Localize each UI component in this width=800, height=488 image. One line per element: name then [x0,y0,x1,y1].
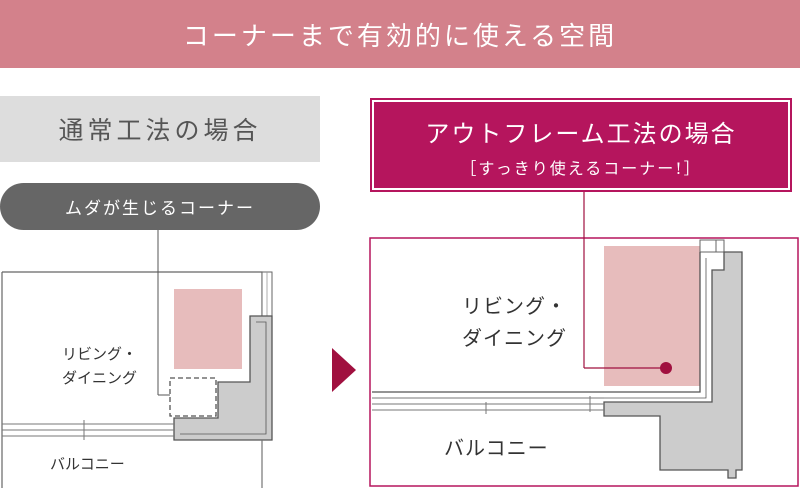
outframe-room-label-line1: リビング・ [462,294,567,318]
outframe-room-label: リビング・ ダイニング [462,290,567,354]
callout-dot [660,362,672,374]
outframe-wall [603,251,743,479]
wasted-corner [169,377,217,417]
triangle-right-icon [332,348,356,392]
normal-room-label-line2: ダイニング [62,369,138,387]
outframe-floorplan [369,188,799,487]
outframe-usable-area [604,246,700,386]
normal-floorplan [1,230,273,488]
outframe-method-header: アウトフレーム工法の場合 ［すっきり使えるコーナー!］ [370,98,792,192]
outframe-balcony-label: バルコニー [444,436,549,460]
page-banner: コーナーまで有効的に使える空間 [0,0,800,68]
normal-method-title: 通常工法の場合 [58,116,262,145]
normal-usable-area [174,289,242,369]
wasted-corner-label: ムダが生じるコーナー [65,199,255,219]
normal-balcony-label: バルコニー [50,455,125,473]
outframe-method-title: アウトフレーム工法の場合 [425,120,737,148]
normal-method-header: 通常工法の場合 [0,96,320,162]
wasted-corner-badge: ムダが生じるコーナー [0,183,320,230]
banner-title: コーナーまで有効的に使える空間 [182,21,618,52]
outframe-room-label-line2: ダイニング [462,326,567,350]
normal-room-label: リビング・ ダイニング [62,342,137,390]
outframe-method-subtitle: ［すっきり使えるコーナー!］ [460,159,702,178]
normal-room-label-line1: リビング・ [62,345,138,363]
normal-wall [173,315,273,441]
